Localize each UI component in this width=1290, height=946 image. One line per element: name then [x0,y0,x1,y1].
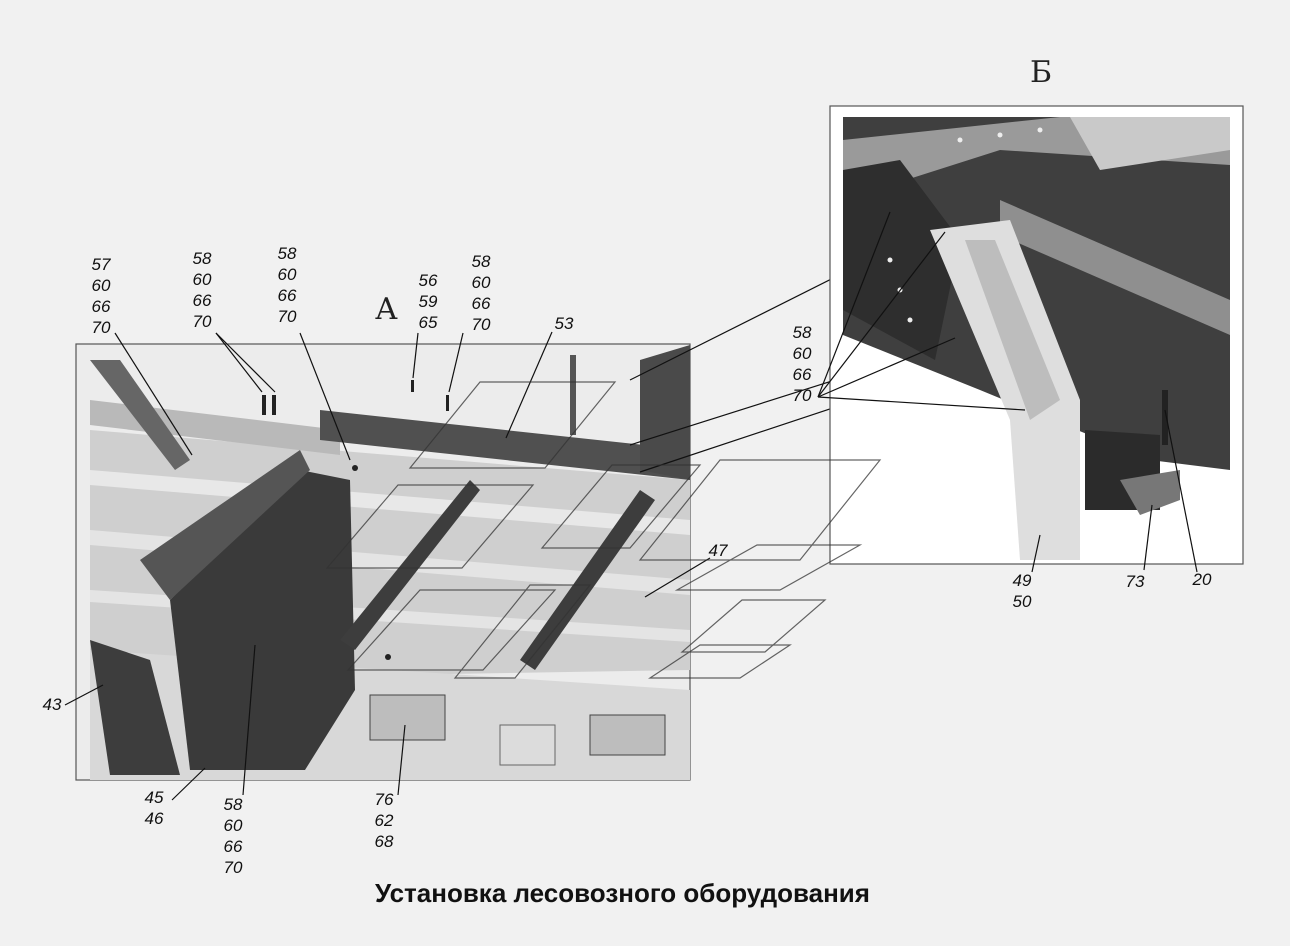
view-a-picture [75,343,691,781]
left-post [90,360,190,470]
callout-76-62-68: 76 62 68 [374,790,394,851]
diagram-caption: Установка лесовозного оборудования [375,878,870,908]
cross-beam-53 [320,410,690,480]
diagonal-beam [1000,200,1230,335]
view-b-leaders [817,211,1198,573]
callout-43: 43 [42,695,62,714]
callout-58-60-66-70-c: 58 60 66 70 [471,252,491,334]
callout-56-59-65: 56 59 65 [418,271,438,332]
callout-b-58-60-66-70: 58 60 66 70 [792,323,812,405]
handle-20 [1162,390,1168,445]
right-post [640,345,690,480]
callout-20: 20 [1192,570,1212,589]
watermark-logo [325,381,882,679]
bulkhead-panel [170,470,355,770]
view-a-letter: А [375,292,398,327]
bracket-1 [369,694,446,741]
view-b-letter: Б [1030,55,1053,90]
bracket-2 [589,714,666,756]
front-bracket [843,160,960,360]
view-b-picture [829,105,1244,565]
stake-left [340,480,480,650]
callout-47: 47 [708,541,728,560]
callout-45-46: 45 46 [144,788,164,828]
callout-73: 73 [1125,572,1145,591]
stake-49-50 [930,220,1080,560]
view-a-leaders [64,221,956,801]
callout-58-60-66-70-d: 58 60 66 70 [223,795,243,877]
callout-58-60-66-70-b: 58 60 66 70 [277,244,297,326]
callout-53: 53 [554,314,574,333]
callout-57-60-66-70: 57 60 66 70 [91,255,111,337]
callout-49-50: 49 50 [1012,571,1032,611]
stake-right [520,490,655,670]
callout-58-60-66-70-a: 58 60 66 70 [192,249,212,331]
frame-corner [90,640,180,775]
